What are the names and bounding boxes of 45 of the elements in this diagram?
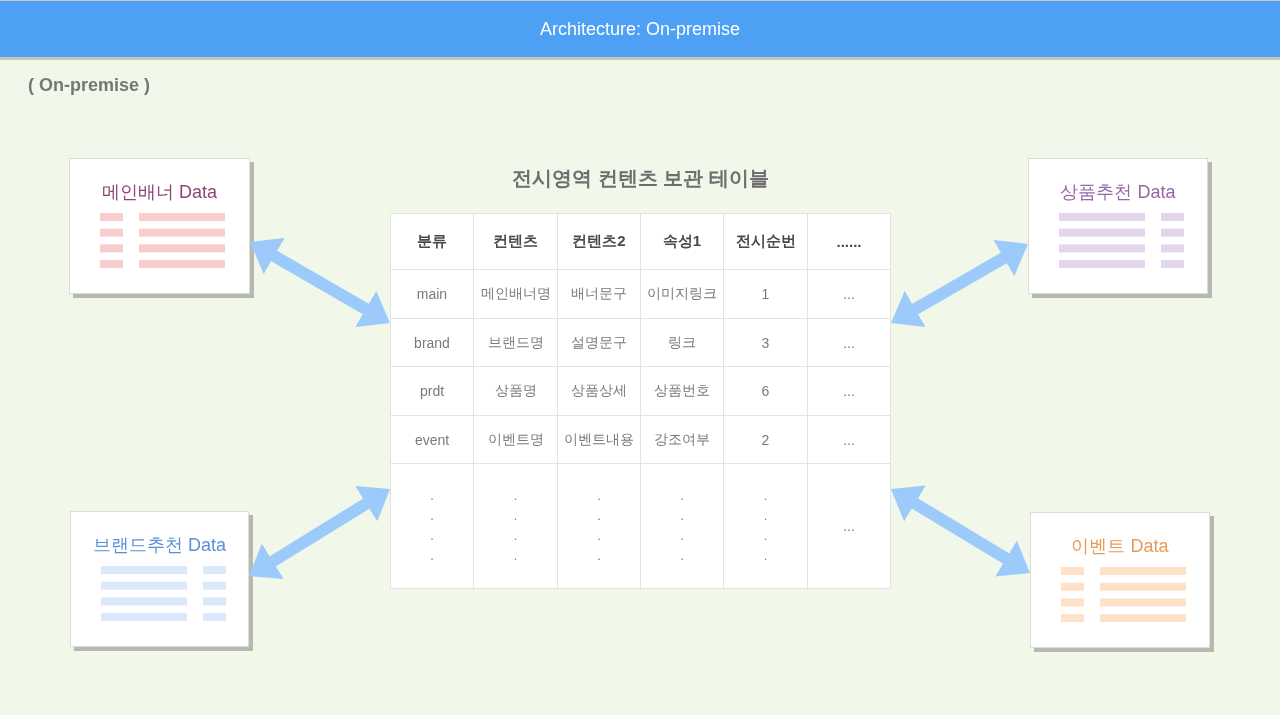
double-arrow bbox=[247, 236, 393, 329]
header-cell: 속성1 bbox=[641, 214, 723, 269]
table-cell: 메인배너명 bbox=[474, 270, 557, 318]
table-cell: 설명문구 bbox=[558, 319, 640, 366]
table-cell: 상품번호 bbox=[641, 367, 723, 415]
table-cell: brand bbox=[391, 319, 473, 366]
table-cell: 1 bbox=[724, 270, 807, 318]
header-cell: 컨텐츠 bbox=[474, 214, 557, 269]
title-bar: Architecture: On-premise bbox=[0, 1, 1280, 57]
table-title: 전시영역 컨텐츠 보관 테이블 bbox=[511, 166, 770, 190]
table-cell: . . . . bbox=[724, 464, 807, 588]
table-cell: 링크 bbox=[641, 319, 723, 366]
table-cell: main bbox=[391, 270, 473, 318]
double-arrow bbox=[888, 238, 1031, 329]
table-cell: 이벤트명 bbox=[474, 416, 557, 463]
card-title: 이벤트 Data bbox=[1070, 535, 1170, 557]
table-cell: event bbox=[391, 416, 473, 463]
table-cell: 배너문구 bbox=[558, 270, 640, 318]
table-cell: ... bbox=[808, 270, 890, 318]
header-cell: 분류 bbox=[391, 214, 473, 269]
table-cell: 3 bbox=[724, 319, 807, 366]
table-cell: ... bbox=[808, 416, 890, 463]
table-cell: . . . . bbox=[558, 464, 640, 588]
header-cell: ...... bbox=[808, 214, 890, 269]
table-cell: . . . . bbox=[474, 464, 557, 588]
table-cell: ... bbox=[808, 367, 890, 415]
table-cell: 이벤트내용 bbox=[558, 416, 640, 463]
card-title: 상품추천 Data bbox=[1059, 181, 1177, 203]
table-cell: 이미지링크 bbox=[641, 270, 723, 318]
table-cell: 2 bbox=[724, 416, 807, 463]
card-title: 메인배너 Data bbox=[101, 181, 218, 203]
header-cell: 컨텐츠2 bbox=[558, 214, 640, 269]
card-title: 브랜드추천 Data bbox=[92, 534, 227, 556]
table-cell: 6 bbox=[724, 367, 807, 415]
table-cell: . . . . bbox=[641, 464, 723, 588]
table-cell: ... bbox=[808, 464, 890, 588]
table-cell: 상품상세 bbox=[558, 367, 640, 415]
header-cell: 전시순번 bbox=[724, 214, 807, 269]
table-cell: ... bbox=[808, 319, 890, 366]
table-cell: . . . . bbox=[391, 464, 473, 588]
table-cell: prdt bbox=[391, 367, 473, 415]
table-cell: 브랜드명 bbox=[474, 319, 557, 366]
table-cell: 강조여부 bbox=[641, 416, 723, 463]
table-cell: 상품명 bbox=[474, 367, 557, 415]
page-heading: ( On-premise ) bbox=[28, 75, 151, 96]
